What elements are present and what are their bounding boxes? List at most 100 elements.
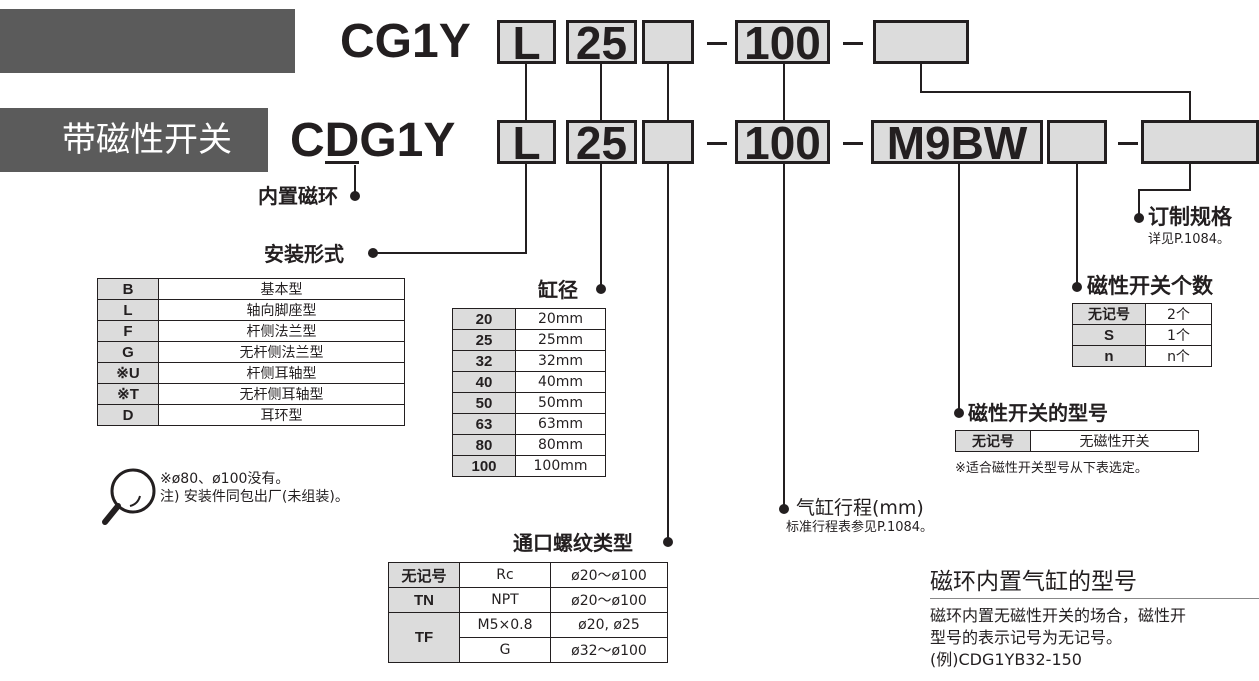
magnet-section-line-3: (例)CDG1YB32-150 bbox=[930, 650, 1082, 669]
connector-line bbox=[1076, 164, 1078, 287]
switch-model-table: 无记号 无磁性开关 bbox=[955, 430, 1199, 452]
standard-bore-box: 25 bbox=[566, 20, 637, 66]
mount-desc: 无杆侧法兰型 bbox=[158, 341, 405, 363]
standard-port-box bbox=[642, 20, 694, 64]
standard-stroke-box: 100 bbox=[735, 20, 830, 66]
port-thread-label: 通口螺纹类型 bbox=[513, 531, 633, 555]
magnetic-stroke-box: 100 bbox=[735, 120, 830, 166]
table-row: 无记号 Rc ø20～ø100 bbox=[388, 562, 668, 588]
bullet-dot bbox=[368, 248, 378, 258]
mount-code: G bbox=[97, 341, 159, 363]
bore-desc: 100mm bbox=[515, 455, 606, 477]
mount-code: F bbox=[97, 320, 159, 342]
switch-desc: 无磁性开关 bbox=[1030, 430, 1199, 452]
qty-desc: 1个 bbox=[1145, 324, 1212, 346]
bore-code: 50 bbox=[452, 392, 516, 414]
port-range: ø20～ø100 bbox=[550, 587, 668, 613]
bore-desc: 63mm bbox=[515, 413, 606, 435]
dash bbox=[843, 142, 863, 145]
dash bbox=[1118, 142, 1138, 145]
connector-line bbox=[1138, 189, 1140, 218]
port-type: M5×0.8 bbox=[459, 612, 551, 638]
magnetic-header-bar: 带磁性开关 bbox=[0, 108, 268, 172]
port-type: Rc bbox=[459, 562, 551, 588]
mounting-note-1: ※ø80、ø100没有。 bbox=[160, 471, 290, 487]
custom-spec-label: 订制规格 bbox=[1148, 205, 1232, 229]
magnet-section-line-2: 型号的表示记号为无记号。 bbox=[930, 628, 1123, 647]
prefix-c: C bbox=[290, 114, 325, 167]
connector-line bbox=[600, 64, 602, 120]
connector-line bbox=[783, 64, 785, 120]
bore-code: 20 bbox=[452, 308, 516, 330]
bore-code: 63 bbox=[452, 413, 516, 435]
connector-line bbox=[783, 164, 785, 509]
magnifier-icon bbox=[102, 468, 156, 525]
magnetic-bore-box: 25 bbox=[566, 120, 637, 166]
magnetic-port-box bbox=[642, 120, 694, 164]
switch-code: 无记号 bbox=[955, 430, 1031, 452]
port-code: TF bbox=[388, 612, 460, 663]
connector-line bbox=[525, 64, 527, 120]
port-type: G bbox=[459, 637, 551, 663]
connector-line bbox=[1189, 91, 1191, 120]
table-row: TN NPT ø20～ø100 bbox=[388, 587, 668, 613]
qty-code: n bbox=[1072, 345, 1146, 367]
connector-line bbox=[667, 164, 669, 542]
mount-code: D bbox=[97, 404, 159, 426]
bore-desc: 40mm bbox=[515, 371, 606, 393]
connector-line bbox=[667, 64, 669, 120]
connector-line bbox=[1189, 164, 1191, 190]
magnet-section-heading: 磁环内置气缸的型号 bbox=[930, 569, 1137, 595]
bore-desc: 32mm bbox=[515, 350, 606, 372]
bullet-dot bbox=[1134, 213, 1144, 223]
mount-desc: 杆侧法兰型 bbox=[158, 320, 405, 342]
standard-header-bar bbox=[0, 9, 295, 73]
dash bbox=[843, 42, 863, 45]
magnetic-mount-box: L bbox=[497, 120, 556, 166]
mount-code: ※U bbox=[97, 362, 159, 384]
magnet-section-line-1: 磁环内置无磁性开关的场合，磁性开 bbox=[930, 606, 1187, 625]
table-row: TF M5×0.8 ø20, ø25 bbox=[388, 612, 668, 663]
port-range: ø20～ø100 bbox=[550, 562, 668, 588]
dash bbox=[707, 42, 727, 45]
built-in-magnet-label: 内置磁环 bbox=[258, 184, 338, 208]
mount-code: ※T bbox=[97, 383, 159, 405]
mount-desc: 无杆侧耳轴型 bbox=[158, 383, 405, 405]
connector-line bbox=[525, 164, 527, 253]
standard-model-prefix: CG1Y bbox=[340, 15, 471, 68]
port-range: ø20, ø25 bbox=[550, 612, 668, 638]
bore-desc: 20mm bbox=[515, 308, 606, 330]
connector-line bbox=[376, 252, 527, 254]
mounting-note-2: 注) 安装件同包出厂(未组装)。 bbox=[160, 489, 349, 505]
magnetic-switch-box: M9BW bbox=[871, 120, 1043, 166]
mount-desc: 轴向脚座型 bbox=[158, 299, 405, 321]
mount-code: L bbox=[97, 299, 159, 321]
bore-desc: 25mm bbox=[515, 329, 606, 351]
port-thread-table: 无记号 Rc ø20～ø100 TN NPT ø20～ø100 TF M5×0.… bbox=[388, 562, 668, 663]
bore-desc: 80mm bbox=[515, 434, 606, 456]
mounting-type-label: 安装形式 bbox=[264, 242, 344, 266]
prefix-rest: G1Y bbox=[359, 114, 456, 167]
bullet-dot bbox=[1072, 282, 1082, 292]
port-code: 无记号 bbox=[388, 562, 460, 588]
magnetic-title: 带磁性开关 bbox=[62, 120, 232, 160]
section-underline bbox=[930, 598, 1259, 599]
connector-line bbox=[958, 164, 960, 413]
qty-desc: n个 bbox=[1145, 345, 1212, 367]
